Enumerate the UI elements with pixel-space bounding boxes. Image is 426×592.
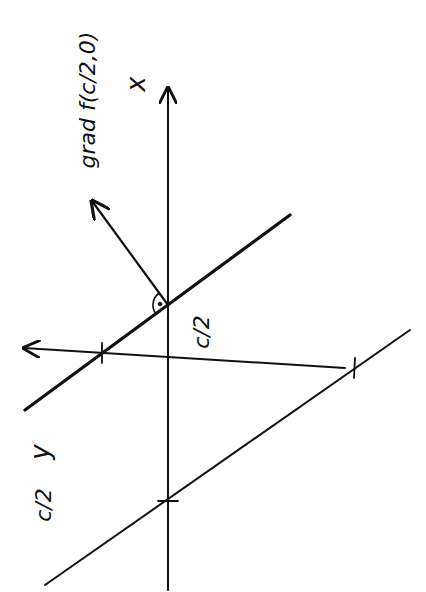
- intercept-label: c/2: [191, 315, 213, 349]
- axis-label: x: [123, 76, 149, 91]
- right-angle-dot: [158, 302, 162, 306]
- x-axis: [167, 88, 169, 590]
- axis-label: y: [27, 444, 53, 459]
- level-line: [25, 215, 290, 410]
- y-axis: [24, 348, 345, 368]
- tick-mark: [158, 500, 178, 502]
- tick-mark: [101, 343, 103, 363]
- level-line: [45, 330, 410, 585]
- intercept-label: c/2: [33, 488, 55, 522]
- tick-mark: [354, 358, 355, 378]
- gradient-arrow: [92, 201, 168, 305]
- vector-label: grad f(c/2,0): [77, 32, 99, 169]
